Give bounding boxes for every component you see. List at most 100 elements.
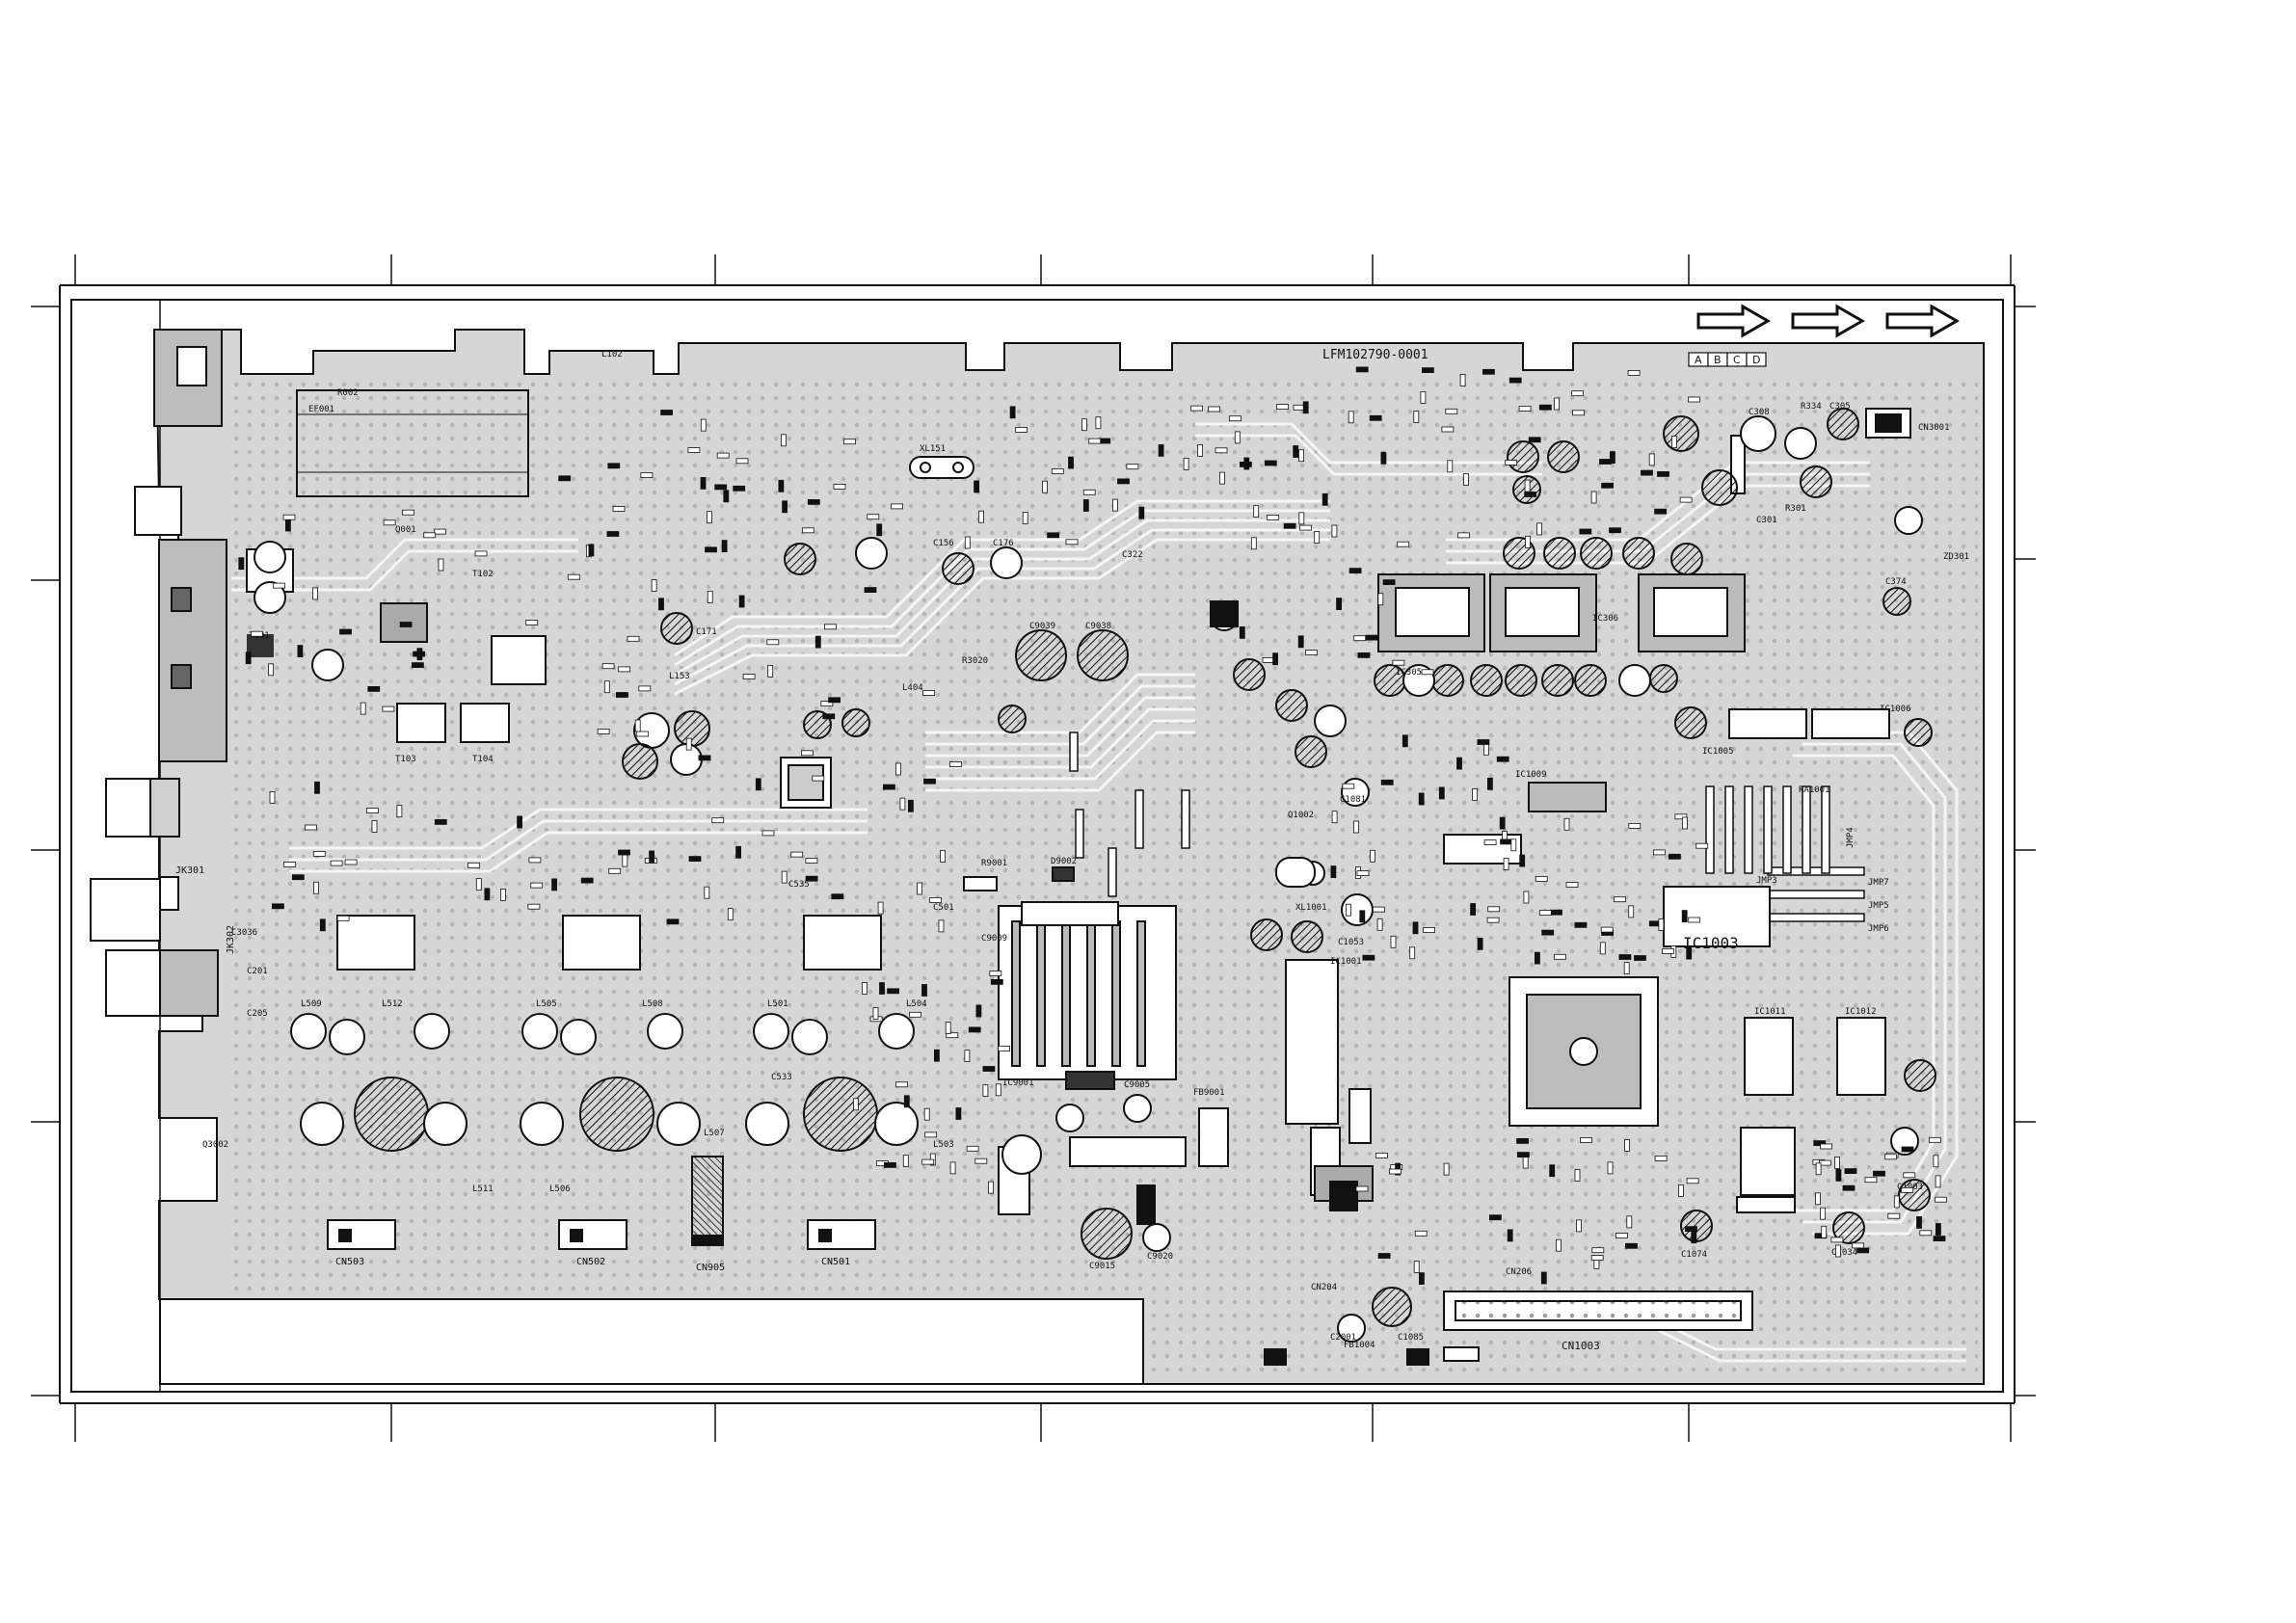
smd-pad bbox=[1873, 1170, 1885, 1177]
smd-pad bbox=[1348, 568, 1362, 573]
cn1003-label: CN1003 bbox=[1562, 1340, 1600, 1352]
smd-pad bbox=[383, 519, 396, 526]
smd-pad bbox=[627, 635, 640, 642]
smd-pad bbox=[273, 582, 285, 589]
smd-pad bbox=[1336, 598, 1342, 610]
smd-pad bbox=[716, 452, 730, 459]
smd-pad bbox=[1510, 838, 1517, 852]
smd-pad bbox=[1916, 1216, 1922, 1229]
smd-pad bbox=[1610, 451, 1615, 465]
smd-pad bbox=[707, 511, 712, 524]
smd-pad bbox=[833, 483, 846, 490]
smd-pad bbox=[940, 850, 946, 863]
direction-arrows bbox=[1696, 304, 1961, 338]
smd-pad bbox=[1095, 416, 1102, 430]
smd-pad bbox=[923, 778, 936, 785]
r3020-label: R3020 bbox=[962, 656, 988, 666]
c301-label: C301 bbox=[1756, 516, 1777, 525]
smd-pad bbox=[1599, 459, 1612, 465]
smd-pad bbox=[1624, 1139, 1630, 1152]
smd-pad bbox=[978, 510, 984, 523]
smd-pad bbox=[1820, 1143, 1832, 1150]
xl151-label: XL151 bbox=[920, 444, 946, 454]
grid-letter-boxes bbox=[1688, 352, 1767, 367]
smd-pad bbox=[1607, 1161, 1614, 1175]
grid-letter-b: B bbox=[1714, 354, 1722, 366]
smd-pad bbox=[1835, 1169, 1842, 1182]
smd-pad bbox=[1272, 652, 1278, 666]
smd-pad bbox=[1499, 816, 1506, 830]
jmp3-label: JMP3 bbox=[1756, 876, 1777, 886]
jmp5-label: JMP5 bbox=[1868, 901, 1889, 911]
smd-pad bbox=[1813, 1140, 1827, 1146]
cn503-label: CN503 bbox=[335, 1257, 364, 1267]
ic1011-label: IC1011 bbox=[1754, 1007, 1786, 1017]
smd-pad bbox=[1229, 415, 1241, 422]
c205-label: C205 bbox=[247, 1009, 268, 1019]
smd-pad bbox=[1117, 478, 1130, 485]
smd-pad bbox=[1590, 491, 1597, 504]
board-part-number: LFM102790-0001 bbox=[1322, 348, 1428, 362]
ic306-label: IC306 bbox=[1592, 614, 1618, 624]
smd-pad bbox=[1421, 669, 1434, 676]
smd-pad bbox=[1654, 1156, 1668, 1161]
smd-pad bbox=[434, 819, 447, 825]
c501-label: C501 bbox=[933, 903, 954, 913]
smd-pad bbox=[805, 858, 818, 864]
smd-pad bbox=[903, 1095, 910, 1108]
smd-pad bbox=[1903, 1172, 1916, 1179]
jmp-strips bbox=[1069, 732, 1865, 922]
l512-label: L512 bbox=[382, 999, 403, 1009]
l501-label: L501 bbox=[767, 999, 788, 1009]
smd-pad bbox=[843, 439, 856, 445]
smd-pad bbox=[968, 1026, 981, 1033]
smd-pad bbox=[1486, 917, 1500, 923]
smd-pad bbox=[1580, 1137, 1592, 1143]
smd-pad bbox=[1835, 1244, 1841, 1258]
smd-pad bbox=[1472, 788, 1478, 801]
smd-pad bbox=[588, 544, 595, 557]
smd-pad bbox=[891, 503, 903, 510]
smd-pad bbox=[872, 1007, 879, 1020]
smd-pad bbox=[1830, 1237, 1844, 1243]
smd-pad bbox=[312, 851, 326, 857]
smd-pad bbox=[438, 558, 444, 572]
c9038-label: C9038 bbox=[1085, 622, 1111, 631]
smd-pad bbox=[917, 882, 922, 895]
smd-pad bbox=[1356, 870, 1370, 876]
arrow-right-icon bbox=[1791, 304, 1866, 338]
smd-pad bbox=[831, 893, 844, 900]
c176-label: C176 bbox=[993, 539, 1014, 548]
smd-pad bbox=[1623, 962, 1630, 974]
smd-pad bbox=[781, 434, 787, 447]
smd-pad bbox=[1681, 910, 1688, 922]
smd-pad bbox=[1362, 954, 1375, 961]
smd-pad bbox=[1628, 905, 1635, 918]
smd-pad bbox=[988, 1181, 994, 1194]
ic1009-label: IC1009 bbox=[1515, 770, 1547, 780]
smd-pad bbox=[1852, 1242, 1864, 1249]
smd-pad bbox=[1456, 757, 1462, 770]
smd-pad bbox=[1042, 480, 1048, 493]
smd-pad bbox=[551, 878, 557, 891]
smd-pad bbox=[525, 620, 539, 625]
grid-ticks bbox=[31, 254, 2036, 1442]
jmp6-label: JMP6 bbox=[1868, 924, 1889, 934]
smd-pad bbox=[974, 1157, 988, 1164]
smd-pad bbox=[1591, 1247, 1605, 1254]
smd-pad bbox=[416, 648, 423, 661]
smd-pad bbox=[807, 499, 820, 505]
smd-pad bbox=[938, 919, 945, 933]
smd-pad bbox=[922, 690, 935, 696]
smd-pad bbox=[887, 988, 899, 995]
smd-pad bbox=[1535, 951, 1540, 965]
smd-pad bbox=[339, 628, 352, 635]
smd-pad bbox=[474, 550, 488, 557]
smd-pad bbox=[1893, 1195, 1900, 1209]
smd-pad bbox=[1524, 479, 1531, 492]
l511-label: L511 bbox=[472, 1184, 494, 1194]
smd-pad bbox=[1935, 1175, 1941, 1188]
smd-pad bbox=[1389, 1168, 1402, 1175]
smd-pad bbox=[1525, 535, 1531, 548]
cn502-label: CN502 bbox=[576, 1257, 605, 1267]
